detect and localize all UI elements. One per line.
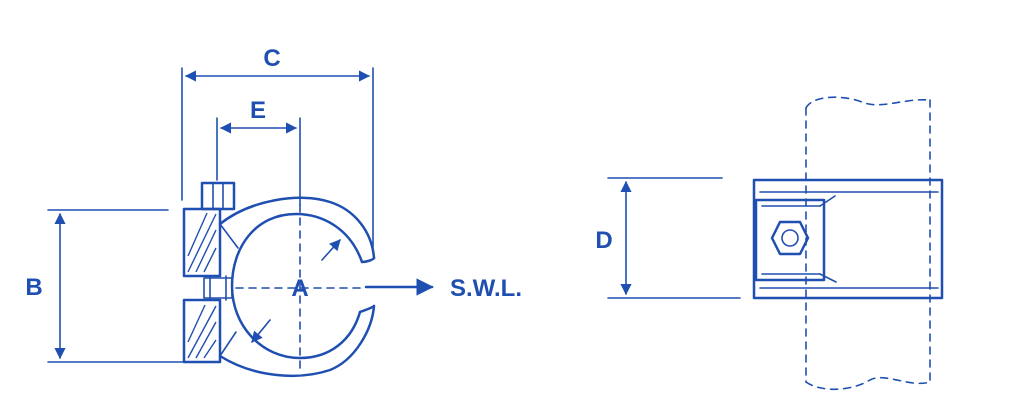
label-a: A <box>291 275 308 302</box>
upper-bolt-block <box>182 207 222 278</box>
label-b: B <box>25 274 42 301</box>
dimension-b: B <box>25 209 186 363</box>
centerlines <box>235 204 363 373</box>
dimension-a: A <box>251 239 341 343</box>
front-view: D <box>595 96 944 391</box>
lower-bolt-block <box>182 298 222 364</box>
side-view: C E B <box>25 45 522 378</box>
label-e: E <box>250 97 266 124</box>
bolt-shank <box>203 275 233 301</box>
swl-arrow: S.W.L. <box>364 275 522 302</box>
clamp-band <box>752 178 944 300</box>
dimension-c: C <box>181 45 374 253</box>
hex-nut-icon <box>770 220 810 256</box>
bolt-nut <box>200 181 236 211</box>
dimension-d: D <box>595 177 741 299</box>
label-d: D <box>595 227 612 254</box>
label-swl: S.W.L. <box>450 275 522 302</box>
label-c: C <box>263 45 280 72</box>
bolt-block-front <box>754 198 826 282</box>
dimension-e: E <box>216 97 301 206</box>
pipe-dashed <box>805 96 931 391</box>
clamp-ring <box>218 196 376 378</box>
